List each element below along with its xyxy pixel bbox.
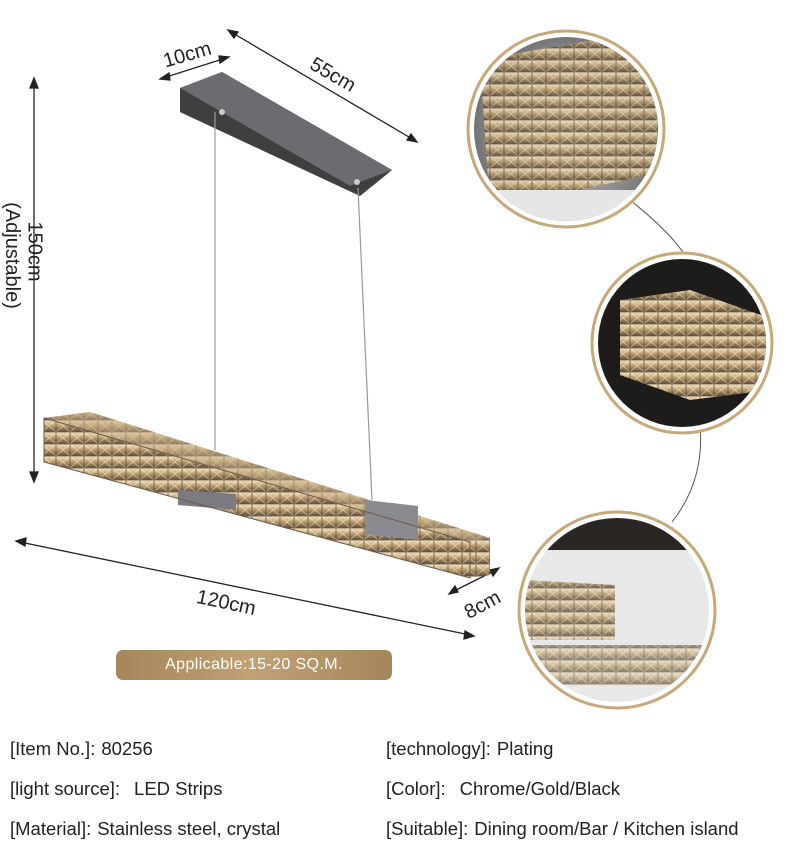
suspension-wire [357, 187, 373, 501]
spec-light-source: [light source]: LED Strips [10, 778, 222, 800]
zoom-detail-bottom [517, 510, 717, 710]
spec-suitable: [Suitable]:Dining room/Bar / Kitchen isl… [386, 818, 739, 840]
spec-value: LED Strips [134, 778, 223, 799]
applicable-area-badge: Applicable:15-20 SQ.M. [116, 650, 392, 680]
spec-key: [Material]: [10, 818, 92, 839]
spec-color: [Color]: Chrome/Gold/Black [386, 778, 620, 800]
zoom-detail-top [466, 29, 666, 229]
spec-value: Plating [496, 738, 554, 759]
spec-key: [Color]: [386, 778, 446, 799]
spec-value: Stainless steel, crystal [97, 818, 281, 839]
spec-value: Chrome/Gold/Black [459, 778, 621, 799]
spec-key: [light source]: [10, 778, 121, 799]
spec-item-no: [Item No.]:80256 [10, 738, 153, 760]
spec-key: [technology]: [386, 738, 491, 759]
zoom-detail-middle [590, 251, 774, 435]
crystal-bar [43, 412, 490, 579]
dimension-lines [14, 29, 501, 640]
spec-material: [Material]:Stainless steel, crystal [10, 818, 280, 840]
spec-value: 80256 [101, 738, 153, 759]
canopy [180, 72, 392, 196]
spec-key: [Item No.]: [10, 738, 96, 759]
spec-value: Dining room/Bar / Kitchen island [474, 818, 739, 839]
height-note-label: (Adjustable) [0, 202, 23, 309]
spec-technology: [technology]:Plating [386, 738, 553, 760]
spec-key: [Suitable]: [386, 818, 469, 839]
height-label: 150cm [23, 221, 46, 282]
